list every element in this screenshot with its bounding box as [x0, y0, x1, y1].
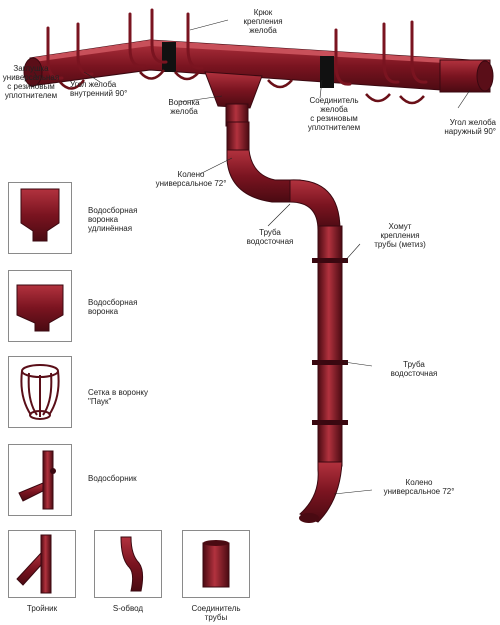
catalog-tile-tee [8, 530, 76, 598]
catalog-tile-pipe-connector [182, 530, 250, 598]
label-end-cap: Заглушка универсальная с резиновым уплот… [2, 64, 60, 100]
catalog-tile-funnel [8, 270, 72, 342]
pipe-connector-icon [202, 540, 230, 588]
outer-corner [439, 59, 491, 93]
label-elbow-bottom: Колено универсальное 72° [383, 478, 455, 496]
tee-icon [16, 534, 52, 594]
gutter-trough [23, 39, 494, 93]
elbow-bottom [299, 461, 343, 523]
gutter-funnel [204, 71, 263, 127]
caption-funnel: Водосборная воронка [88, 298, 138, 316]
spider-icon [20, 364, 60, 420]
label-hook: Крюк крепления желоба [243, 8, 283, 35]
caption-spider: Сетка в воронку "Паук" [88, 388, 148, 406]
end-cap-left [23, 57, 43, 87]
funnel-icon [16, 284, 64, 332]
collector-icon [18, 450, 56, 510]
label-outer-corner: Угол желоба наружный 90° [444, 118, 496, 136]
label-elbow-top: Колено универсальное 72° [155, 170, 227, 188]
caption-pipe-connector: Соединитель трубы [191, 604, 241, 622]
gutter-hooks [46, 8, 428, 86]
label-pipe-main: Труба водосточная [390, 360, 438, 378]
label-clamp: Хомут крепления трубы (метиз) [374, 222, 426, 249]
caption-s-bend: S-обвод [112, 604, 144, 613]
pipe-upper [226, 121, 250, 153]
catalog-tile-s-bend [94, 530, 162, 598]
caption-tee: Тройник [26, 604, 58, 613]
s-bend-icon [120, 536, 144, 592]
long-funnel-icon [20, 188, 60, 242]
caption-collector: Водосборник [88, 474, 137, 483]
label-funnel: Воронка желоба [168, 98, 200, 116]
pipe-clamps [312, 258, 348, 425]
pipe-main [317, 225, 343, 467]
caption-long-funnel: Водосборная воронка удлинённая [88, 206, 138, 233]
label-pipe-upper: Труба водосточная [246, 228, 294, 246]
catalog-tile-collector [8, 444, 72, 516]
label-connector: Соединитель желоба с резиновым уплотните… [307, 96, 361, 132]
elbow-top [226, 149, 301, 203]
catalog-tile-spider [8, 356, 72, 428]
gutter-connector [162, 42, 176, 72]
catalog-tile-long-funnel [8, 182, 72, 254]
label-inner-corner: Угол желоба внутренний 90° [70, 80, 128, 98]
